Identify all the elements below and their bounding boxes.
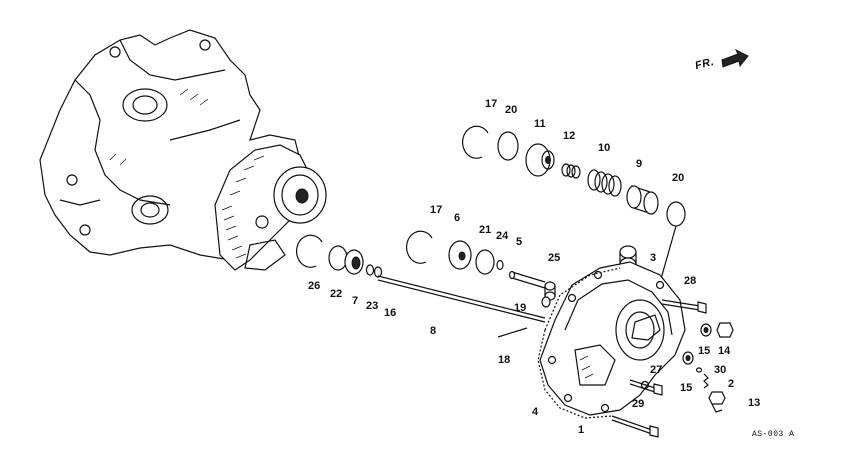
o-ring-30 [695, 367, 703, 373]
callout-14: 14 [718, 345, 731, 357]
bolt-29 [611, 415, 659, 438]
seal-15b [682, 351, 694, 365]
callout-28: 28 [684, 275, 697, 287]
o-ring-24 [496, 259, 504, 271]
washer-19 [541, 296, 551, 308]
right-side-cover-1 [539, 261, 686, 416]
bolt-28 [661, 299, 707, 314]
callout-5: 5 [516, 236, 523, 248]
callout-13: 13 [748, 397, 761, 409]
bolt-14 [716, 322, 734, 338]
spring-2 [703, 373, 709, 389]
seal-15a [700, 323, 712, 337]
callout-29: 29 [632, 398, 645, 410]
callout-15-upper: 15 [698, 345, 711, 357]
callout-1: 1 [578, 424, 585, 436]
reference-code-suffix: A [789, 430, 795, 439]
spring-10 [587, 169, 622, 197]
dowel-25 [544, 281, 556, 301]
transmission-case [39, 29, 327, 271]
callout-24: 24 [496, 230, 509, 242]
callout-17-upper: 17 [485, 98, 498, 110]
callout-23: 23 [366, 300, 379, 312]
callout-12: 12 [563, 130, 576, 142]
piston-7 [344, 249, 364, 275]
callout-25: 25 [548, 252, 561, 264]
callout-2: 2 [728, 378, 735, 390]
snap-ring-26 [296, 234, 323, 268]
callout-3: 3 [650, 252, 657, 264]
callout-17-middle: 17 [430, 204, 443, 216]
o-ring-16 [373, 266, 383, 278]
callout-9: 9 [636, 158, 643, 170]
cover-11 [525, 143, 555, 177]
snap-ring-17b [406, 230, 433, 264]
o-ring-23 [365, 264, 375, 276]
spring-12 [561, 163, 581, 179]
callout-20-right: 20 [672, 172, 685, 184]
bolt-13 [708, 391, 726, 413]
callout-7: 7 [352, 295, 359, 307]
reference-code-main: AS-003 [752, 430, 784, 439]
gasket-4 [537, 267, 621, 419]
callout-15-lower: 15 [680, 382, 693, 394]
snap-ring-17a [462, 125, 489, 159]
o-ring-20a [497, 131, 519, 161]
callout-6: 6 [454, 212, 461, 224]
callout-16: 16 [384, 307, 397, 319]
callout-19: 19 [514, 302, 527, 314]
callout-8: 8 [430, 325, 437, 337]
callout-30: 30 [714, 364, 727, 376]
piston-9 [626, 185, 659, 215]
front-direction-arrow-icon [721, 48, 749, 68]
callout-22: 22 [330, 288, 343, 300]
callout-20-upper: 20 [505, 104, 518, 116]
callout-10: 10 [598, 142, 611, 154]
callout-21: 21 [479, 224, 492, 236]
o-ring-22 [328, 245, 348, 271]
callout-18: 18 [498, 354, 511, 366]
callout-26: 26 [308, 280, 321, 292]
pin-18 [497, 327, 528, 338]
o-ring-20b [666, 201, 686, 227]
feed-pipe-8 [377, 275, 546, 323]
callout-27: 27 [650, 364, 663, 376]
cover-6 [448, 240, 472, 270]
bolt-27 [629, 379, 663, 396]
pipe-5 [508, 270, 546, 289]
o-ring-21 [475, 249, 495, 275]
reference-code: AS-003 A [752, 430, 794, 439]
callout-11: 11 [534, 118, 546, 130]
callout-4: 4 [532, 406, 539, 418]
